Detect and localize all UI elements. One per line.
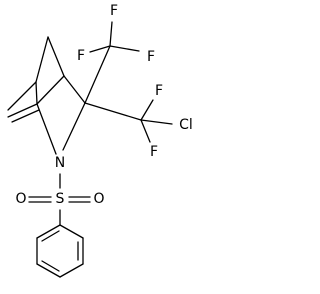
atom-label-f2: F xyxy=(77,48,85,64)
atom-label-o2: O xyxy=(93,191,104,207)
bond-c1-c3 xyxy=(63,75,86,104)
bond-c3-cf3 xyxy=(84,45,111,104)
atom-label-o1: O xyxy=(15,191,26,207)
bond-cf3-f2 xyxy=(89,45,111,53)
bond-cf2cl-f5 xyxy=(140,119,151,143)
atom-label-f5: F xyxy=(150,144,158,160)
ring-bond-1 xyxy=(59,224,84,239)
atom-label-s: S xyxy=(56,191,65,207)
bond-layer xyxy=(7,36,86,155)
bond-bridge-left xyxy=(35,36,49,83)
ring-bond-6 xyxy=(36,224,61,239)
ring-bond-4 xyxy=(36,263,61,278)
cf3-group: F F F xyxy=(77,3,155,104)
atom-label-f3: F xyxy=(147,49,155,65)
ring-bond-3 xyxy=(59,263,84,278)
bond-bridge-right xyxy=(47,36,65,77)
bond-c1-c6 xyxy=(7,81,37,111)
bond-cf3-f3 xyxy=(109,45,140,52)
bond-c5-c6-double-inner xyxy=(11,109,40,123)
bond-cf3-f1 xyxy=(109,21,113,47)
bond-cf2cl-f4 xyxy=(140,99,154,121)
bond-c4-n xyxy=(36,103,57,155)
atom-label-f1: F xyxy=(110,3,118,19)
bond-c3-cf2cl xyxy=(84,102,142,121)
atom-label-f4: F xyxy=(155,83,163,99)
bond-c5-c6-double xyxy=(7,103,38,118)
bond-c4-c5 xyxy=(35,81,38,105)
cf2cl-group: F F Cl xyxy=(84,83,193,160)
molecule-structure: F F F F F Cl N S O O xyxy=(7,3,193,278)
bond-cf2cl-cl xyxy=(140,119,173,125)
phenyl-ring xyxy=(36,224,84,278)
atom-label-cl: Cl xyxy=(179,117,193,133)
sulfonyl-group: S O O xyxy=(15,173,105,226)
ring-double-3 xyxy=(41,260,60,272)
bond-c3-n xyxy=(62,102,86,151)
atom-label-n: N xyxy=(55,155,65,171)
bond-c1-c4 xyxy=(36,75,65,105)
ring-double-1 xyxy=(41,230,60,242)
